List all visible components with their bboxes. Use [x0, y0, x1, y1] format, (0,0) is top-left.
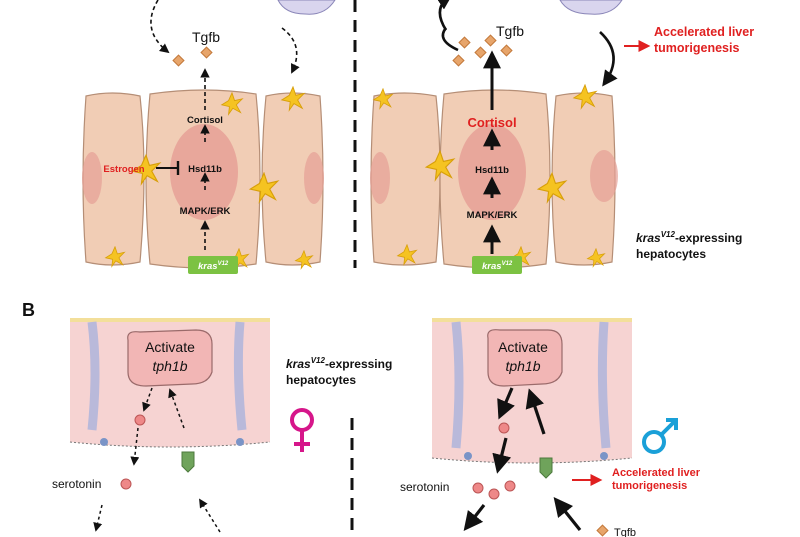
tumorigenesis-label-b: tumorigenesis	[612, 480, 687, 492]
tgfb-diamond	[200, 46, 213, 59]
kras-box	[188, 256, 238, 274]
activate-label: Activate	[145, 339, 195, 355]
dashed-arrow-left	[150, 0, 170, 54]
hepatocytes-label-line2: hepatocytes	[636, 247, 706, 261]
panel-b-right-tissue: Activate tph1b serotonin	[400, 318, 633, 537]
cloud-shape	[559, 0, 623, 15]
serotonin-dot	[498, 422, 510, 434]
kras-label: krasV12	[198, 261, 229, 272]
junction	[236, 438, 244, 446]
tgfb-diamond	[484, 34, 497, 47]
cortisol-label: Cortisol	[467, 115, 516, 130]
nucleus	[170, 124, 238, 220]
nucleus	[458, 124, 526, 220]
kras-label: krasV12	[482, 261, 513, 272]
estrogen-label: Estrogen	[103, 164, 144, 175]
dashed-arrow	[130, 427, 140, 466]
vessel	[451, 321, 464, 449]
nucleus	[590, 150, 618, 202]
bold-arrow	[463, 504, 486, 532]
panel-b-left-tissue: Activate tph1b serotonin	[52, 318, 271, 533]
bold-arrow-left	[435, 0, 453, 31]
bold-arrow-right	[599, 31, 618, 87]
tph1b-label: tph1b	[505, 358, 540, 374]
tgfb-label: Tgfb	[496, 23, 524, 39]
tgfb-label: Tgfb	[192, 29, 220, 45]
top-right-panel: Tgfb Accelerated liver tumorigenesis Cor…	[370, 0, 754, 274]
kras-box	[472, 256, 522, 274]
serotonin-dot	[504, 480, 516, 492]
hsd11b-label: Hsd11b	[188, 164, 222, 175]
tgfb-diamond	[452, 54, 465, 67]
tgfb-diamond	[474, 46, 487, 59]
bold-arrow	[553, 497, 582, 531]
female-symbol	[290, 408, 314, 452]
dashed-arrow	[168, 388, 185, 429]
cortisol-label: Cortisol	[187, 115, 223, 126]
bold-arrow	[497, 387, 515, 420]
junction	[600, 452, 608, 460]
serotonin-dot	[472, 482, 484, 494]
tgfb-diamond	[596, 524, 609, 537]
panel-b-label: B	[22, 300, 35, 320]
dashed-arrow	[199, 498, 221, 533]
hepatocytes-label-b: krasV12-expressing	[286, 356, 392, 371]
nucleus	[304, 152, 324, 204]
receptor	[539, 457, 553, 479]
hepatocyte-left	[370, 92, 441, 266]
hepatocytes-label: krasV12-expressing	[636, 230, 742, 245]
serotonin-dot	[120, 478, 132, 490]
vessel	[597, 321, 611, 449]
serotonin-label: serotonin	[400, 480, 449, 494]
activate-blob	[127, 329, 213, 387]
dashed-arrow-right	[281, 27, 300, 74]
membrane-top	[432, 318, 632, 322]
tgfb-diamond	[172, 54, 185, 67]
mapk-label: MAPK/ERK	[467, 210, 518, 221]
membrane-top	[70, 318, 270, 322]
bold-arrow-left-lower	[441, 27, 459, 52]
junction	[100, 438, 108, 446]
dashed-arrow	[142, 387, 153, 412]
serotonin-dot	[488, 488, 500, 500]
tissue-edge	[431, 457, 633, 464]
nucleus	[370, 152, 390, 204]
dashed-arrow	[93, 504, 103, 532]
male-symbol	[642, 418, 678, 454]
tgfb-diamond	[458, 36, 471, 49]
tph1b-label: tph1b	[152, 358, 187, 374]
vessel	[87, 321, 100, 431]
bold-arrow	[525, 388, 546, 435]
nucleus	[82, 152, 102, 204]
cloud-shape	[277, 0, 336, 15]
tumorigenesis-label: tumorigenesis	[654, 41, 739, 55]
tgfb-diamond	[500, 44, 513, 57]
top-left-panel: Tgfb Cortisol Hsd11b MAPK/ERK Estrogen k…	[82, 0, 336, 274]
accelerated-label: Accelerated liver	[654, 25, 754, 39]
activate-label: Activate	[498, 339, 548, 355]
tissue-edge	[69, 441, 271, 448]
receptor	[181, 451, 195, 473]
junction	[464, 452, 472, 460]
vessel	[233, 321, 247, 431]
mapk-label: MAPK/ERK	[180, 206, 231, 217]
bold-arrow	[492, 437, 512, 474]
hepatocyte-left	[82, 92, 145, 266]
tgfb-label-b: Tgfb	[614, 527, 636, 537]
hsd11b-label: Hsd11b	[475, 165, 509, 176]
serotonin-dot	[134, 414, 146, 426]
accelerated-label-b: Accelerated liver	[612, 467, 701, 479]
serotonin-label: serotonin	[52, 477, 101, 491]
hepatocytes-label-b-line2: hepatocytes	[286, 373, 356, 387]
activate-blob	[487, 329, 563, 387]
